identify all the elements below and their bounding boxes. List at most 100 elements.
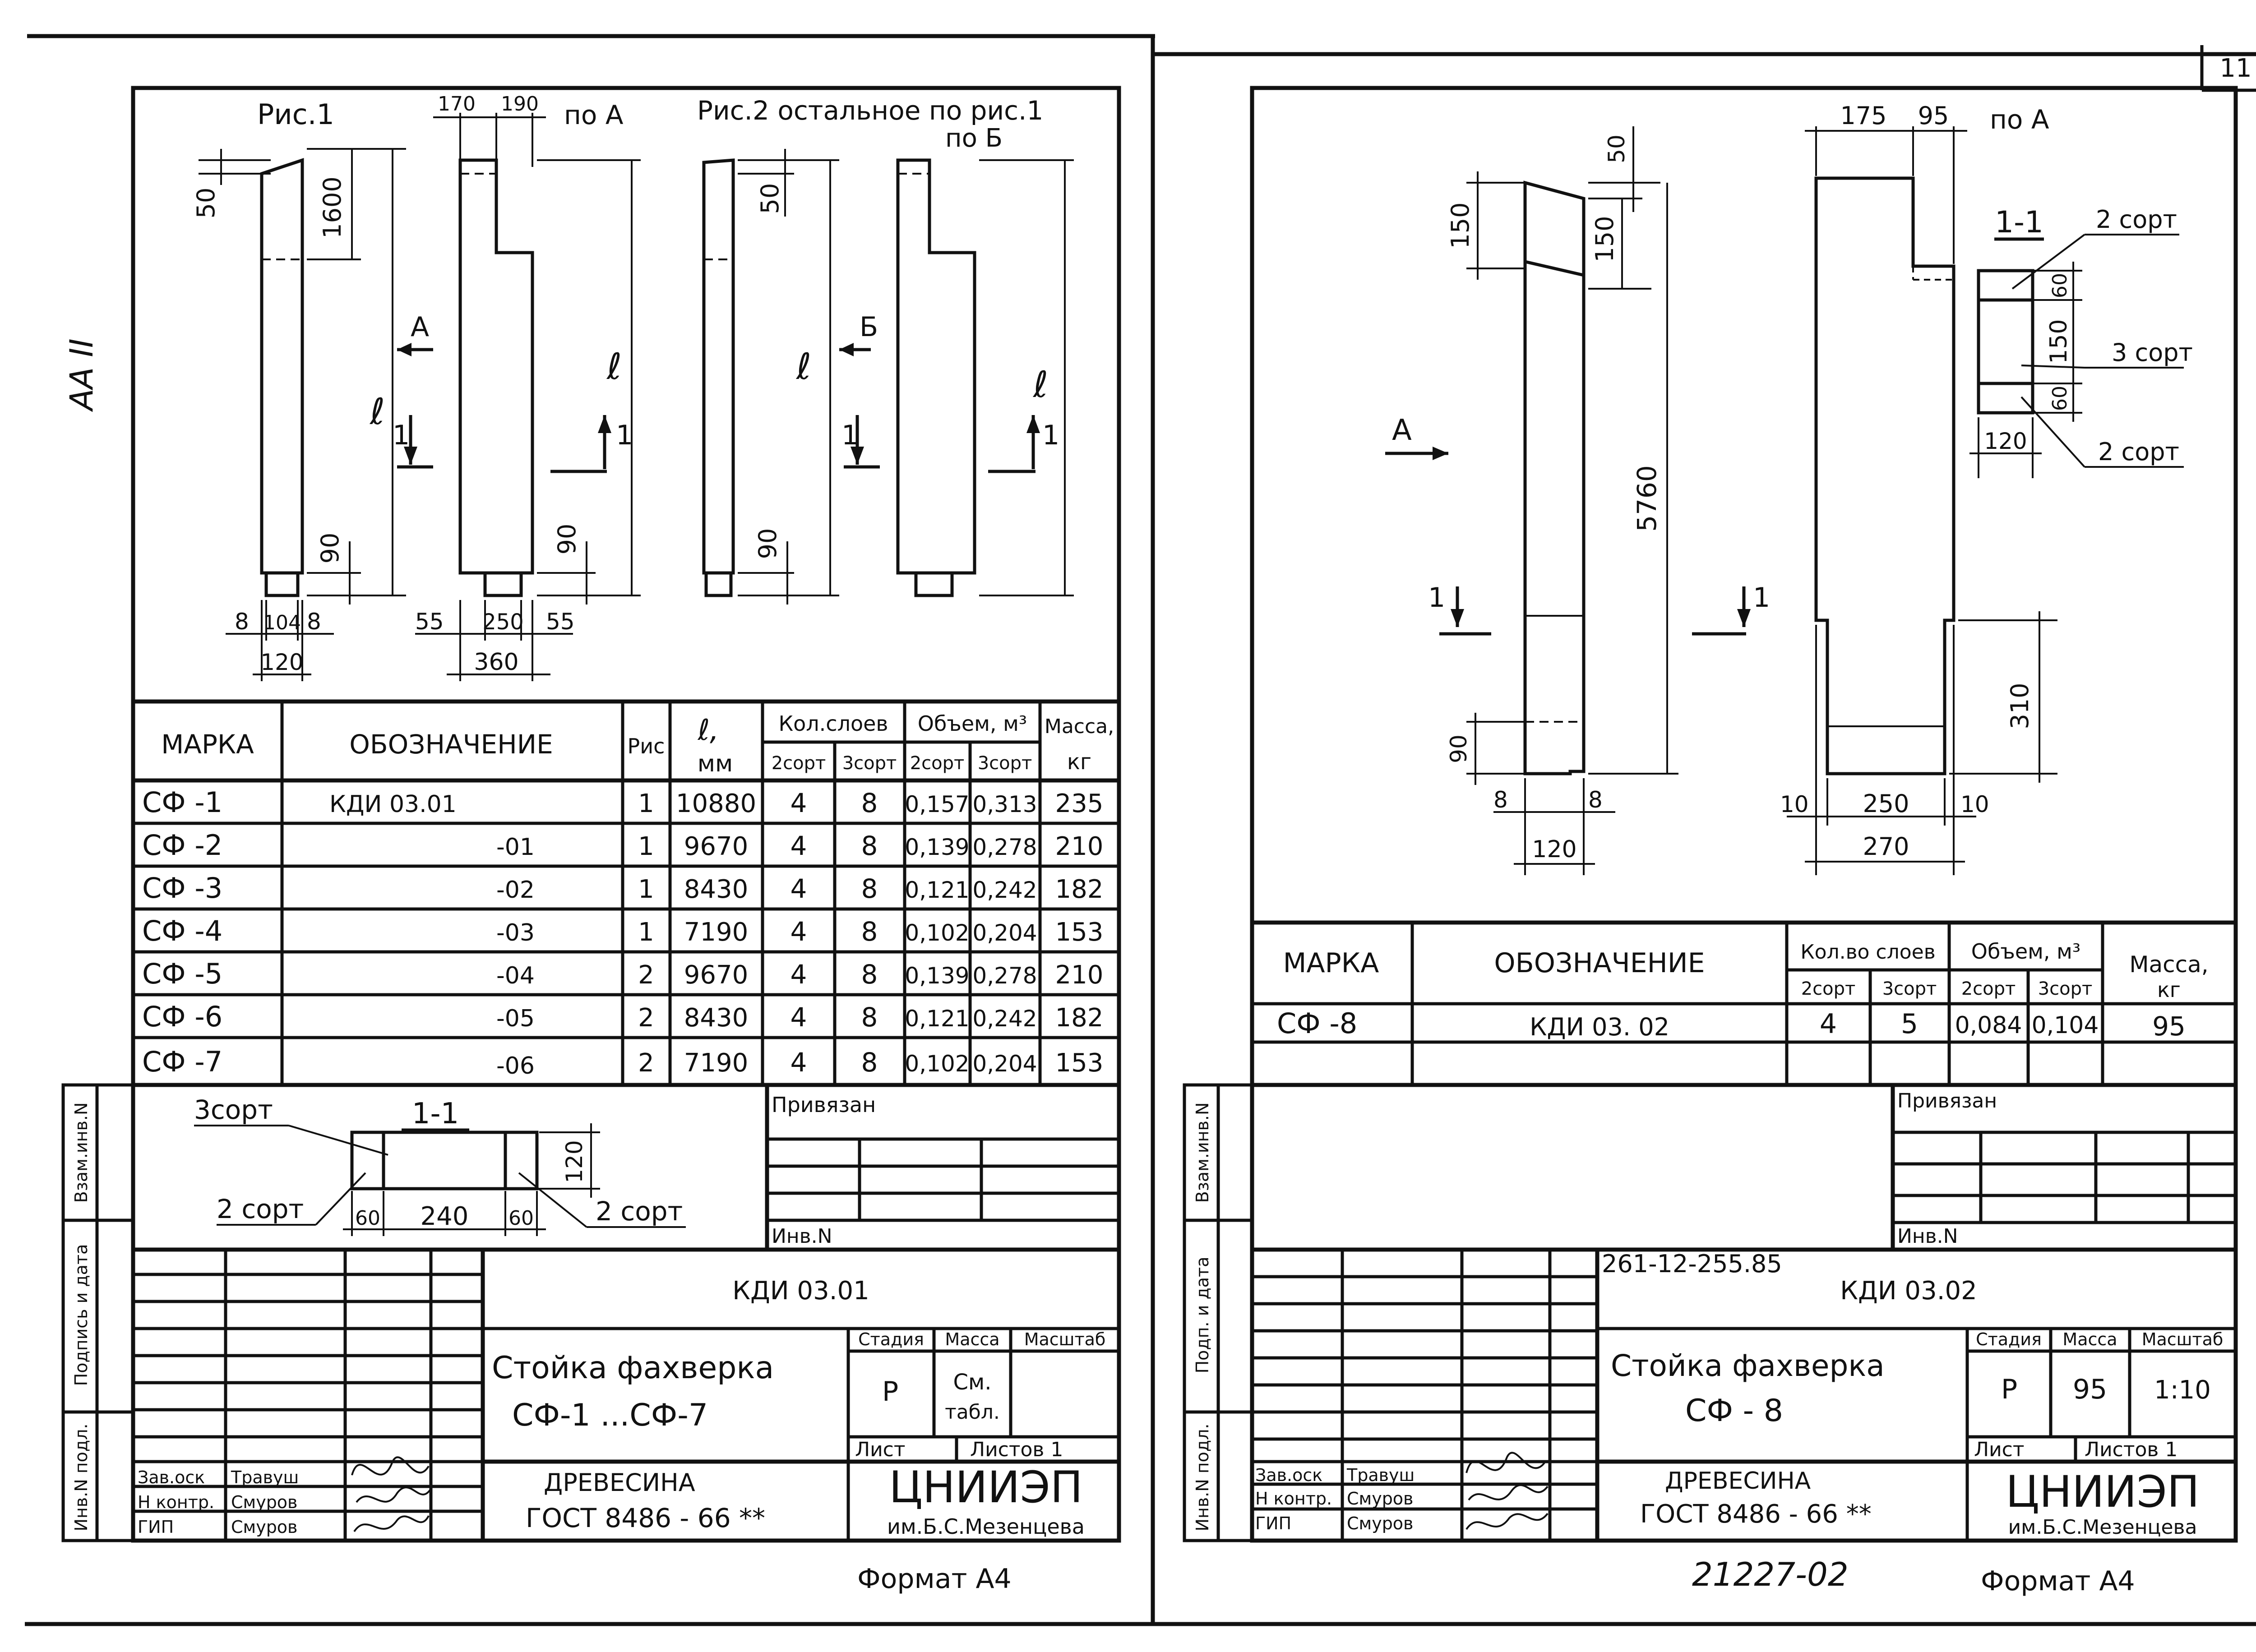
left-inv-n: Инв.N (772, 1225, 832, 1248)
row-fig: 1 (638, 918, 654, 947)
right-material: ДРЕВЕСИНА (1665, 1467, 1811, 1495)
row-mark: СФ -8 (1277, 1007, 1357, 1040)
left-hdr-grade2-volume: 2сорт (910, 753, 965, 774)
row-layers-2: 4 (791, 831, 807, 861)
right-dim-150a: 150 (1446, 202, 1475, 249)
view-a-dim-10a: 10 (1780, 791, 1809, 817)
row-volume-3: 0,204 (972, 1051, 1037, 1077)
row-volume-3: 0,278 (972, 834, 1037, 860)
row-layers-3: 8 (861, 788, 878, 818)
right-mass-hdr: Масса (2062, 1329, 2117, 1349)
row-volume-2: 0,139 (905, 963, 969, 989)
right-staff-name: Смуров (1347, 1514, 1413, 1533)
right-elevation: 150 50 150 5760 90 8 8 120 А 1 (1385, 126, 1678, 875)
left-hdr-layers: Кол.слоев (778, 711, 888, 736)
right-dim-50: 50 (1604, 134, 1630, 163)
right-section-1-1: 1-1 60 150 60 120 2 сорт 3 сорт 2 сорт (1969, 205, 2193, 478)
right-gost: ГОСТ 8486 - 66 ** (1640, 1500, 1872, 1529)
left-margin-label-inv: Инв.N подл. (71, 1424, 91, 1532)
right-privyazan-block: Привязан Инв.N (1891, 1085, 2236, 1250)
row-fig: 2 (638, 960, 654, 990)
right-margin-strip: Инв.N подл. Подп. и дата Взам.инв.N (1183, 1083, 1254, 1542)
left-margin-label-repl: Взам.инв.N (71, 1103, 91, 1203)
row-layers-3: 8 (861, 916, 878, 947)
left-hdr-grade2-layers: 2сорт (772, 753, 826, 774)
right-section-grade2-top: 2 сорт (2096, 205, 2177, 234)
left-mass-hdr: Масса (945, 1329, 999, 1349)
table-row: СФ -7 -06 2 7190 4 8 0,102 0,204 153 (142, 1045, 1103, 1080)
fig1-title: Рис.1 (257, 98, 334, 131)
fig1-arrow-a: А (411, 311, 429, 343)
right-staff-role: Н контр. (1255, 1489, 1332, 1509)
row-length: 7190 (684, 918, 749, 947)
right-doc-number: 261-12-255.85 (1602, 1250, 1782, 1278)
left-stage-hdr: Стадия (858, 1329, 924, 1349)
row-length: 9670 (684, 960, 749, 990)
table-row: СФ -3 -02 1 8430 4 8 0,121 0,242 182 (142, 872, 1103, 904)
row-layers-3: 5 (1901, 1008, 1918, 1040)
view-a-dim-360: 360 (474, 649, 518, 676)
left-sheets-lbl: Листов 1 (970, 1438, 1063, 1461)
view-a-label: по А (564, 100, 624, 130)
view-a-dim-10b: 10 (1960, 791, 1989, 817)
row-volume-2: 0,102 (905, 1051, 969, 1077)
row-designation: КДИ 03.01 (329, 791, 457, 818)
left-privyazan-block: Привязан Инв.N (765, 1085, 1119, 1250)
right-section-dim-120: 120 (1984, 428, 2027, 454)
left-gost: ГОСТ 8486 - 66 ** (526, 1503, 765, 1533)
row-designation: КДИ 03. 02 (1530, 1013, 1669, 1041)
table-row: СФ -4 -03 1 7190 4 8 0,102 0,204 153 (142, 914, 1103, 947)
left-section-grade2-left: 2 сорт (217, 1194, 304, 1224)
right-hdr-volume: Объем, м³ (1971, 939, 2080, 964)
fig2-ell: ℓ (795, 346, 811, 388)
fig1-dim-50: 50 (192, 188, 220, 219)
right-scale-hdr: Масштаб (2142, 1329, 2224, 1349)
row-volume-3: 0,104 (2032, 1012, 2099, 1039)
row-mass: 210 (1055, 832, 1104, 861)
right-dim-90: 90 (1446, 734, 1472, 763)
left-code: КДИ 03.01 (732, 1276, 869, 1306)
right-scale: 1:10 (2154, 1375, 2211, 1405)
row-mass: 153 (1055, 918, 1104, 947)
left-section-grade2-right: 2 сорт (596, 1196, 683, 1227)
row-layers-3: 8 (861, 1047, 878, 1078)
right-staff-name: Травуш (1346, 1465, 1415, 1485)
row-layers-2: 4 (1820, 1008, 1837, 1040)
table-row: СФ -5 -04 2 9670 4 8 0,139 0,278 210 (142, 957, 1103, 990)
left-hdr-grade3-volume: 3сорт (978, 753, 1032, 774)
right-title-line2: СФ - 8 (1685, 1393, 1783, 1429)
left-section-dim-60b: 60 (509, 1207, 534, 1230)
right-code: КДИ 03.02 (1840, 1276, 1977, 1306)
right-org: ЦНИИЭП (2006, 1467, 2200, 1517)
left-org: ЦНИИЭП (889, 1462, 1083, 1513)
left-title-line1: Стойка фахверка (492, 1350, 774, 1386)
row-mass: 210 (1055, 960, 1104, 990)
page-number: 11 (2219, 54, 2251, 83)
row-mark: СФ -2 (142, 829, 222, 862)
row-mark: СФ -3 (142, 872, 222, 904)
row-layers-3: 8 (861, 873, 878, 904)
page-borders (25, 34, 2256, 1626)
left-staff-role: Зав.оск (138, 1467, 205, 1487)
right-hdr-grade3-layers: 3сорт (1882, 978, 1937, 999)
left-scale-hdr: Масштаб (1024, 1329, 1106, 1349)
right-sheets-lbl: Листов 1 (2085, 1438, 2177, 1461)
view-a-dim-95: 95 (1918, 102, 1949, 130)
right-hdr-mass-unit: кг (2157, 978, 2181, 1002)
left-margin-label-sign: Подпись и дата (71, 1244, 91, 1386)
right-sheet: 150 50 150 5760 90 8 8 120 А 1 (1183, 86, 2238, 1597)
row-layers-3: 8 (861, 1002, 878, 1033)
right-hdr-layers: Кол.во слоев (1800, 941, 1935, 964)
fig1-drawing: Рис.1 50 1600 ℓ 90 8 104 8 120 А 1 (192, 98, 433, 681)
row-layers-2: 4 (791, 916, 807, 947)
fig2-dim-50: 50 (756, 183, 784, 214)
fig1-dim-1600: 1600 (318, 176, 347, 238)
row-mass: 95 (2152, 1011, 2186, 1042)
view-a-dim-170: 170 (438, 92, 476, 115)
right-signatures (1465, 1452, 1549, 1530)
left-hdr-designation: ОБОЗНАЧЕНИЕ (349, 729, 553, 760)
right-privyazan: Привязан (1897, 1089, 1997, 1112)
right-hdr-grade2-layers: 2сорт (1801, 978, 1856, 999)
row-mass: 153 (1055, 1048, 1104, 1078)
left-section-1-1: 1-1 3сорт 2 сорт 2 сорт 60 240 60 120 (194, 1094, 686, 1236)
